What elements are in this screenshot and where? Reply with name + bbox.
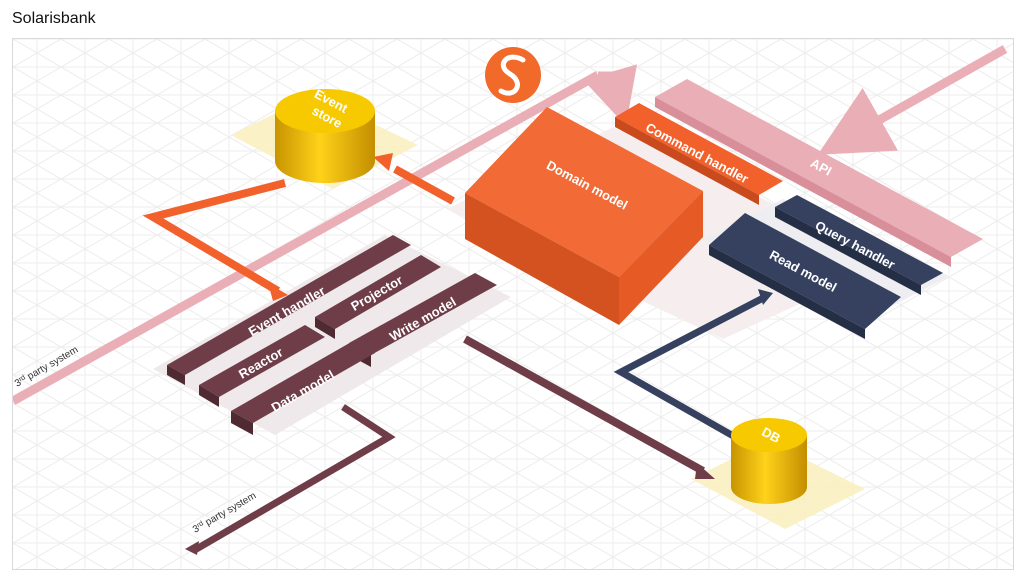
arrow-head-event-handler <box>268 283 288 301</box>
arrow-to-command-handler <box>583 64 638 126</box>
arrow-data-model-to-third-party <box>191 404 396 555</box>
page-title: Solarisbank <box>12 10 96 27</box>
db-cylinder: DB <box>731 418 807 504</box>
domain-model-block: Domain model <box>465 107 703 325</box>
arrow-event-store-to-handler <box>142 179 286 295</box>
solarisbank-logo <box>485 47 541 103</box>
arrow-write-model-to-db <box>463 335 705 475</box>
arrow-to-api <box>817 45 1008 155</box>
arrow-head-event-store <box>373 153 393 171</box>
diagram-canvas: Event store API Command handler Domain m… <box>12 38 1014 570</box>
arrow-head-db <box>695 463 715 479</box>
architecture-diagram: Event store API Command handler Domain m… <box>13 39 1013 569</box>
third-party-line-left <box>13 71 601 405</box>
arrow-head-read-model <box>758 289 773 305</box>
arrow-head-third-party <box>185 541 199 555</box>
arrow-db-to-read-model <box>613 293 767 441</box>
api-block: API <box>655 79 983 267</box>
arrow-domain-to-event-store <box>393 165 455 205</box>
event-store-cylinder: Event store <box>275 86 375 183</box>
